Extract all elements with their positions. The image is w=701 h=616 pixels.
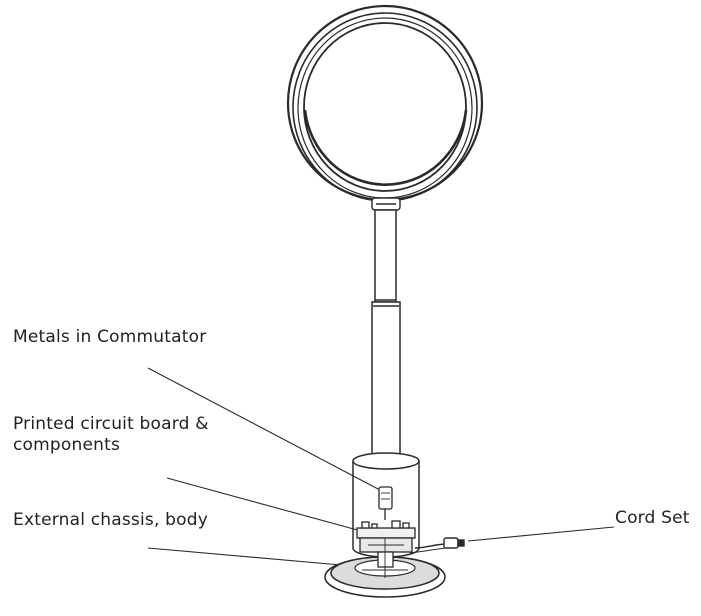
commutator (378, 486, 393, 510)
leader-line-chassis (147, 547, 353, 567)
neck-joint (371, 197, 401, 211)
label-external-chassis: External chassis, body (13, 510, 209, 530)
leader-line-metals (147, 367, 381, 491)
cord-set (409, 537, 465, 554)
leader-lines (147, 367, 615, 567)
label-metals-in-commutator: Metals in Commutator (13, 327, 207, 347)
leader-line-pcb (166, 477, 373, 535)
label-pcb-line-2: components (13, 435, 121, 455)
upper-pole (374, 209, 397, 303)
label-pcb-line-1: Printed circuit board & (13, 414, 209, 434)
leader-line-cord (467, 526, 615, 542)
label-cord-set: Cord Set (615, 508, 690, 528)
circuit-board (356, 527, 416, 539)
fan-loop (286, 4, 484, 202)
motor-housing (352, 452, 420, 558)
lower-pole (371, 301, 401, 461)
internal-components (356, 486, 416, 568)
label-printed-circuit-board: Printed circuit board & components (13, 414, 209, 456)
base-plate (324, 556, 446, 598)
